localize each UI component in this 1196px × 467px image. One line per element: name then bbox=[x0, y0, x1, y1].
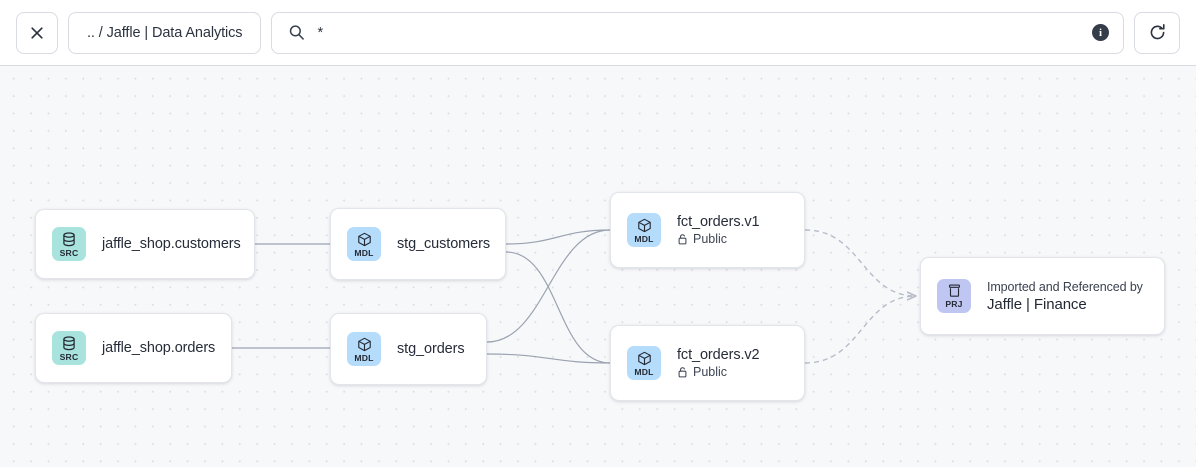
badge-label: MDL bbox=[634, 233, 654, 244]
badge-mdl: MDL bbox=[627, 213, 661, 247]
cube-icon bbox=[637, 351, 652, 366]
close-icon bbox=[31, 26, 43, 39]
toolbar: .. / Jaffle | Data Analytics i bbox=[0, 0, 1196, 66]
badge-prj: PRJ bbox=[937, 279, 971, 313]
edge-stg-orders-fct-v1 bbox=[486, 229, 611, 343]
node-body: Imported and Referenced by Jaffle | Fina… bbox=[987, 280, 1143, 313]
cube-icon bbox=[357, 337, 372, 352]
edge-fct-v1-prj bbox=[804, 229, 916, 296]
node-title: fct_orders.v1 bbox=[677, 214, 760, 230]
access-label: Public bbox=[693, 365, 728, 379]
breadcrumb[interactable]: .. / Jaffle | Data Analytics bbox=[68, 11, 262, 54]
search-icon bbox=[290, 25, 305, 40]
node-stg-orders[interactable]: MDL stg_orders bbox=[330, 313, 487, 385]
node-project-jaffle-finance[interactable]: PRJ Imported and Referenced by Jaffle | … bbox=[920, 257, 1165, 335]
breadcrumb-label: .. / Jaffle | Data Analytics bbox=[87, 24, 243, 41]
badge-mdl: MDL bbox=[347, 227, 381, 261]
badge-label: SRC bbox=[59, 247, 79, 258]
cube-icon bbox=[357, 232, 372, 247]
node-title: jaffle_shop.orders bbox=[102, 340, 216, 356]
graph-edges bbox=[232, 229, 1196, 364]
node-stg-customers[interactable]: MDL stg_customers bbox=[330, 208, 506, 280]
access-label: Public bbox=[693, 232, 728, 246]
badge-mdl: MDL bbox=[627, 346, 661, 380]
node-body: stg_orders bbox=[397, 341, 465, 357]
unlock-icon bbox=[678, 234, 687, 245]
search-input[interactable] bbox=[317, 12, 1080, 53]
node-body: jaffle_shop.orders bbox=[102, 340, 215, 356]
badge-src: SRC bbox=[52, 331, 86, 365]
node-access: Public bbox=[677, 365, 760, 379]
badge-src: SRC bbox=[52, 227, 86, 261]
node-body: jaffle_shop.customers bbox=[102, 236, 241, 252]
node-body: stg_customers bbox=[397, 236, 490, 252]
edge-stg-customers-fct-v2 bbox=[505, 251, 611, 364]
edge-stg-customers-fct-v1 bbox=[505, 229, 611, 245]
node-fct-orders-v2[interactable]: MDL fct_orders.v2 Public bbox=[610, 325, 805, 401]
badge-label: MDL bbox=[634, 366, 654, 377]
node-body: fct_orders.v1 Public bbox=[677, 214, 760, 246]
database-icon bbox=[62, 231, 76, 247]
node-src-orders[interactable]: SRC jaffle_shop.orders bbox=[35, 313, 232, 383]
close-button[interactable] bbox=[16, 11, 58, 54]
node-src-customers[interactable]: SRC jaffle_shop.customers bbox=[35, 209, 255, 279]
unlock-icon bbox=[678, 367, 687, 378]
badge-mdl: MDL bbox=[347, 332, 381, 366]
cube-icon bbox=[637, 218, 652, 233]
node-access: Public bbox=[677, 232, 760, 246]
archive-box-icon bbox=[947, 284, 962, 298]
badge-label: SRC bbox=[59, 351, 79, 362]
badge-label: MDL bbox=[354, 352, 374, 363]
badge-label: MDL bbox=[354, 247, 374, 258]
node-title: Jaffle | Finance bbox=[987, 295, 1087, 313]
node-fct-orders-v1[interactable]: MDL fct_orders.v1 Public bbox=[610, 192, 805, 268]
database-icon bbox=[62, 335, 76, 351]
node-title: fct_orders.v2 bbox=[677, 347, 760, 363]
edge-fct-v2-prj bbox=[804, 296, 916, 364]
node-title: stg_customers bbox=[397, 236, 490, 252]
node-body: fct_orders.v2 Public bbox=[677, 347, 760, 379]
info-icon[interactable]: i bbox=[1092, 24, 1109, 41]
refresh-icon bbox=[1150, 23, 1165, 40]
node-kicker: Imported and Referenced by bbox=[987, 279, 1143, 294]
node-title: stg_orders bbox=[397, 341, 465, 357]
graph-canvas[interactable]: SRC jaffle_shop.customers SRC jaffle_sh bbox=[0, 66, 1196, 467]
search-bar[interactable]: i bbox=[271, 11, 1124, 54]
edge-stg-orders-fct-v2 bbox=[486, 353, 611, 364]
node-title: jaffle_shop.customers bbox=[102, 236, 241, 252]
refresh-button[interactable] bbox=[1134, 11, 1180, 54]
badge-label: PRJ bbox=[945, 299, 963, 309]
